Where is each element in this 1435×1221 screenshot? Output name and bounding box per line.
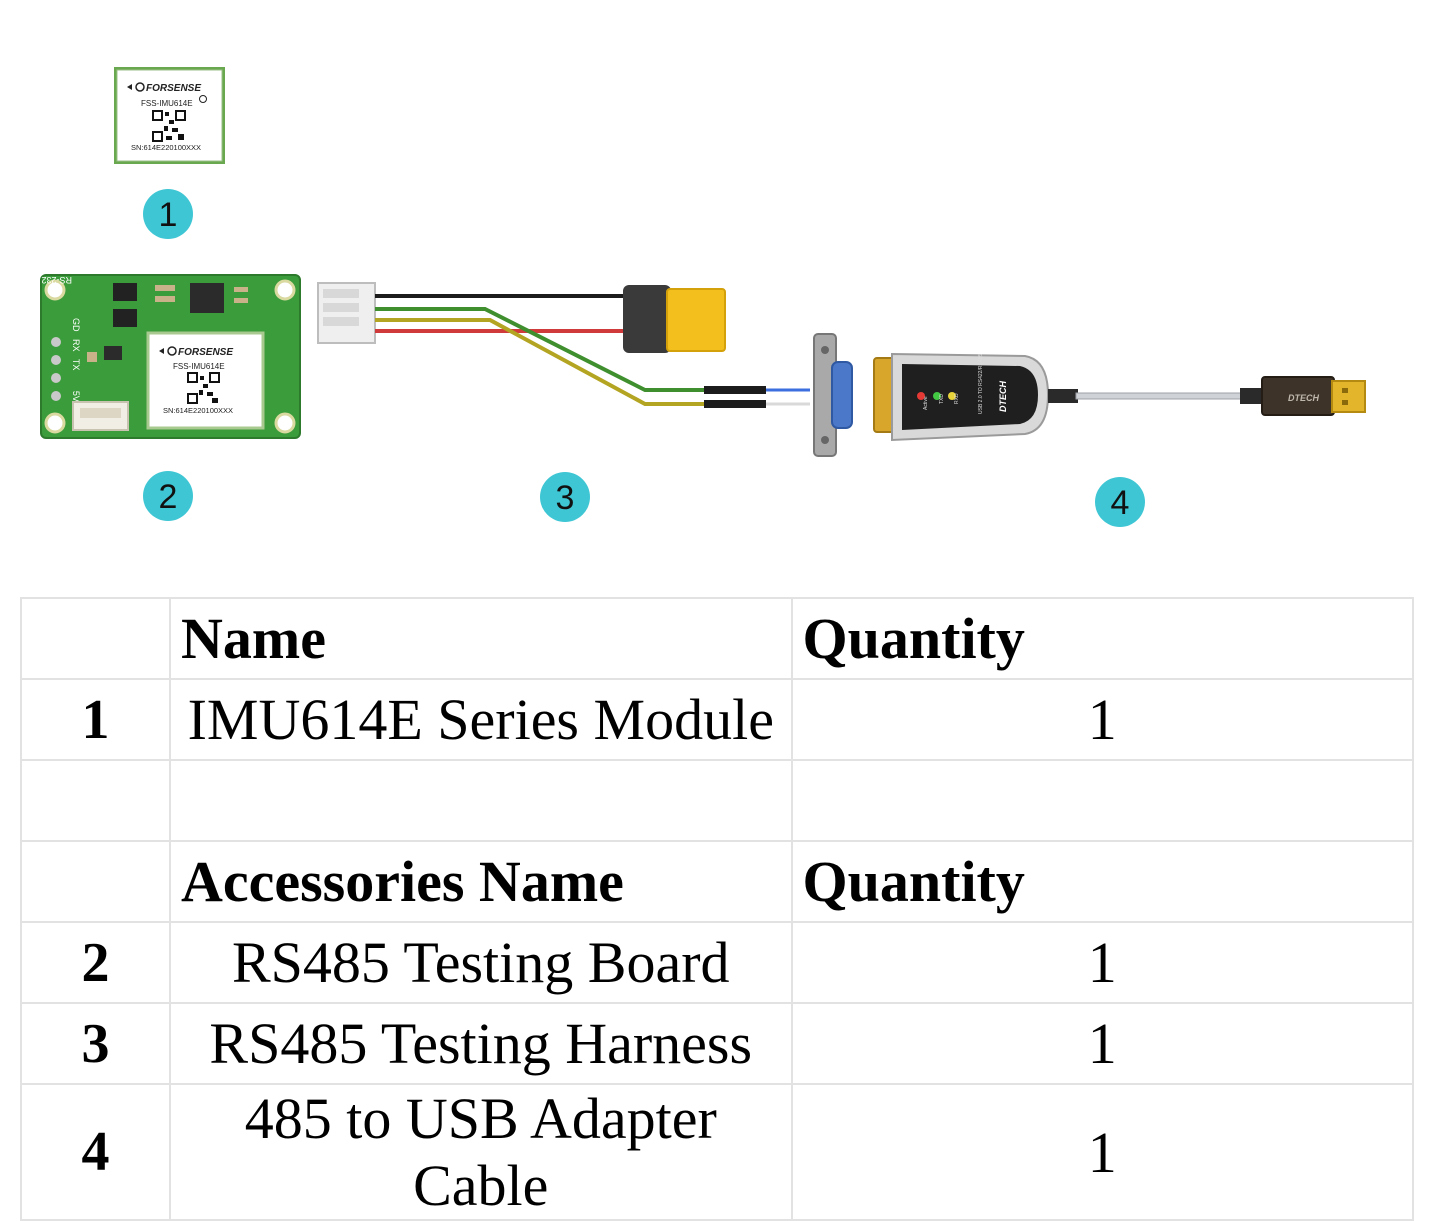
product-figure: FORSENSE FSS-IMU614E SN:614E220100XXX 1 [0, 0, 1435, 580]
row-num-cell: 3 [20, 1002, 171, 1085]
board-chip-model: FSS-IMU614E [173, 362, 225, 371]
spacer-cell [20, 759, 171, 842]
header-num-cell [20, 597, 171, 680]
board-chip-serial: SN:614E220100XXX [163, 406, 233, 415]
chip-brand: FORSENSE [146, 83, 201, 94]
led-label-txd: TXD [939, 394, 945, 404]
product-illustration: FORSENSE FSS-IMU614E SN:614E220100XXX 1 [40, 67, 1366, 527]
table-row: 4 485 to USB Adapter Cable 1 [20, 1083, 1414, 1221]
header-quantity-cell: Quantity [790, 840, 1414, 923]
row-quantity-cell: 1 [790, 1083, 1414, 1221]
row-name-cell: IMU614E Series Module [169, 678, 793, 761]
board-chip-brand: FORSENSE [178, 347, 233, 358]
table-header-row: Name Quantity [20, 597, 1414, 680]
svg-text:3: 3 [556, 479, 575, 517]
header-num-cell [20, 840, 171, 923]
svg-text:2: 2 [159, 478, 178, 516]
badge-4: 4 [1095, 477, 1145, 527]
table-row: 3 RS485 Testing Harness 1 [20, 1002, 1414, 1085]
header-accessories-name-cell: Accessories Name [169, 840, 793, 923]
badge-3: 3 [540, 472, 590, 522]
usb-adapter-cable: Active TXD RXD USB 2.0 TO RS422/RS485 DT… [873, 352, 1366, 442]
row-quantity-cell: 1 [790, 1002, 1414, 1085]
chip-serial: SN:614E220100XXX [131, 143, 201, 152]
badge-2: 2 [143, 471, 193, 521]
row-name-cell: 485 to USB Adapter Cable [169, 1083, 793, 1221]
qr-code-icon [152, 110, 186, 142]
row-quantity-cell: 1 [790, 678, 1414, 761]
svg-text:4: 4 [1111, 484, 1130, 522]
spacer-cell [790, 759, 1414, 842]
led-label-rxd: RXD [954, 393, 960, 404]
led-label-active: Active [923, 396, 929, 410]
table-header-row: Accessories Name Quantity [20, 840, 1414, 923]
svg-text:1: 1 [159, 196, 178, 234]
table-spacer-row [20, 759, 1414, 842]
usb-plug-brand: DTECH [1288, 393, 1319, 403]
badge-1: 1 [143, 189, 193, 239]
table-row: 1 IMU614E Series Module 1 [20, 678, 1414, 761]
board-silkscreen: RS-232 [41, 275, 72, 285]
imu-module-chip: FORSENSE FSS-IMU614E SN:614E220100XXX [114, 67, 225, 164]
rs485-testing-harness [317, 282, 853, 457]
row-name-cell: RS485 Testing Board [169, 921, 793, 1004]
rs485-testing-board: RS-232 GD RX TX 5V FOR [40, 274, 301, 439]
board-pin-labels: GD RX TX 5V [71, 318, 81, 402]
row-num-cell: 4 [20, 1083, 171, 1221]
adapter-brand: DTECH [998, 381, 1008, 412]
row-num-cell: 1 [20, 678, 171, 761]
row-name-cell: RS485 Testing Harness [169, 1002, 793, 1085]
header-name-cell: Name [169, 597, 793, 680]
chip-model: FSS-IMU614E [141, 99, 193, 108]
table-row: 2 RS485 Testing Board 1 [20, 921, 1414, 1004]
row-quantity-cell: 1 [790, 921, 1414, 1004]
spacer-cell [169, 759, 793, 842]
row-num-cell: 2 [20, 921, 171, 1004]
header-quantity-cell: Quantity [790, 597, 1414, 680]
adapter-label: USB 2.0 TO RS422/RS485 [978, 354, 984, 414]
board-qr-code-icon [187, 372, 220, 404]
packing-list-table: Name Quantity 1 IMU614E Series Module 1 … [20, 597, 1414, 1221]
